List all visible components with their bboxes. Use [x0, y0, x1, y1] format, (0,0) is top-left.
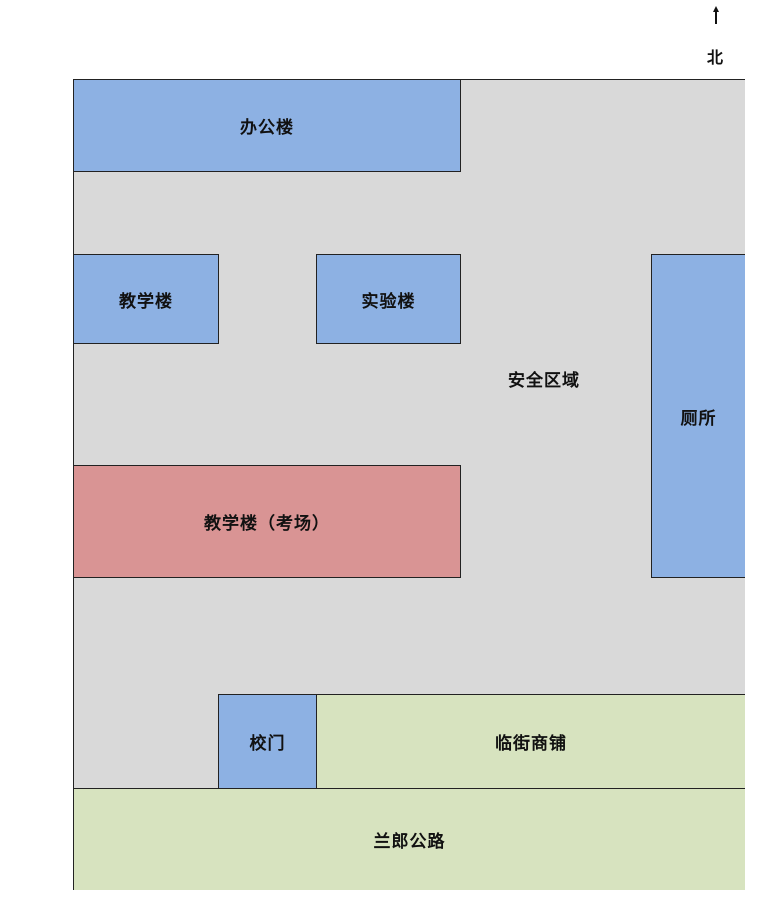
toilet-building: 厕所 [651, 254, 745, 578]
exam-hall-label: 教学楼（考场） [204, 514, 330, 534]
road: 兰郎公路 [73, 788, 745, 890]
lab-building-label: 实验楼 [361, 291, 416, 312]
road-label: 兰郎公路 [373, 832, 446, 852]
street-shops-label: 临街商铺 [495, 734, 567, 754]
street-shops: 临街商铺 [316, 694, 745, 789]
north-label: 北 [706, 48, 723, 67]
school-gate: 校门 [218, 694, 317, 789]
office-building-label: 办公楼 [240, 118, 294, 138]
school-gate-label: 校门 [249, 734, 286, 754]
teaching-building-label: 教学楼 [119, 291, 173, 312]
lab-building: 实验楼 [316, 254, 461, 344]
office-building: 办公楼 [73, 79, 461, 172]
safe-zone-area [73, 79, 745, 789]
north-arrow-icon [713, 6, 719, 24]
toilet-building-label: 厕所 [680, 408, 717, 429]
exam-hall-building: 教学楼（考场） [73, 465, 461, 578]
teaching-building: 教学楼 [73, 254, 219, 344]
safe-zone-label: 安全区域 [508, 371, 580, 391]
